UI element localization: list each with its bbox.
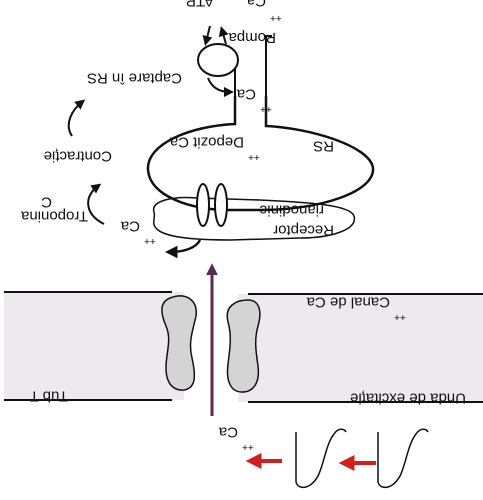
t-tubule-label: Tub T xyxy=(30,388,68,405)
channel-right-half xyxy=(226,299,261,393)
t-tubule xyxy=(4,291,483,403)
pump-connector xyxy=(265,35,272,96)
capture-label-text: Captare în RS xyxy=(87,70,182,87)
ca-pump-out-text: Ca xyxy=(246,0,266,10)
troponin-c-label: C xyxy=(41,194,52,211)
receptor-label-text: Receptor xyxy=(273,222,334,239)
atp-arrow xyxy=(202,25,213,46)
action-potential-trace-1 xyxy=(295,428,347,489)
t-tubule-outline xyxy=(4,291,483,403)
ca-released-label: Ca ++ xyxy=(120,218,156,246)
pump-ca-out-arrow xyxy=(218,26,229,45)
channel-left-half xyxy=(161,295,197,391)
channel-label: Canal de Ca ++ xyxy=(306,294,406,322)
ryanodine-label-text: rianodinic xyxy=(259,202,324,219)
rs-label-text: RS xyxy=(313,138,334,155)
ryanodine-label: rianodinic xyxy=(259,202,324,219)
action-potential-trace-2 xyxy=(377,428,429,489)
t-tubule-left-segment xyxy=(4,292,184,400)
capture-label: Captare în RS xyxy=(87,70,182,87)
pump-label-text: Pompa xyxy=(228,29,276,46)
t-tubule-right-segment xyxy=(238,294,483,402)
pump-label: Pompa xyxy=(228,29,276,46)
ryanodine-receptor-pore xyxy=(196,183,228,227)
channel-label-text: Canal de Ca xyxy=(306,294,390,311)
ca-entry-text: Ca xyxy=(218,424,238,441)
troponin-label: Troponina xyxy=(20,208,88,225)
receptor-label: Receptor xyxy=(273,222,334,239)
contraction-label: Contracție xyxy=(44,148,112,165)
ca-in-rs-charge: ++ xyxy=(260,103,272,114)
sarcoplasmic-reticulum xyxy=(146,96,375,212)
store-label-text: Depozit Ca xyxy=(169,134,244,151)
contraction-label-text: Contracție xyxy=(44,148,112,165)
atp-label: ATP xyxy=(186,0,214,10)
ca-in-rs-text: Ca xyxy=(236,86,256,103)
pore-left-wall xyxy=(196,183,210,227)
calcium-pump xyxy=(197,35,272,96)
troponin-to-contraction-arrow xyxy=(87,183,105,225)
pump-bulb xyxy=(197,43,239,77)
rs-label: RS xyxy=(313,138,334,155)
channel-label-charge: ++ xyxy=(394,311,406,322)
ca-pump-out-charge: ++ xyxy=(270,12,282,23)
t-tubule-label-text: Tub T xyxy=(30,388,68,405)
excitation-wave-label: Unda de excitație xyxy=(350,390,466,407)
calcium-channel xyxy=(161,295,261,393)
contraction-to-capture-arrow xyxy=(67,99,86,137)
calcium-release-arrow xyxy=(165,239,202,259)
store-label-charge: ++ xyxy=(248,151,260,162)
excitation-wave-traces xyxy=(295,428,429,489)
ca-pump-out-label: Ca ++ xyxy=(246,0,282,23)
ca-entry-label: Ca ++ xyxy=(218,424,254,452)
troponin-label-text: Troponina xyxy=(20,208,88,225)
atp-label-text: ATP xyxy=(186,0,214,10)
store-label: Depozit Ca ++ xyxy=(169,134,260,162)
troponin-c-text: C xyxy=(41,194,52,211)
ca-released-text: Ca xyxy=(120,218,140,235)
ca-entry-charge: ++ xyxy=(242,441,254,452)
excitation-wave-text: Unda de excitație xyxy=(350,390,466,407)
ca-in-rs-label: Ca ++ xyxy=(236,86,272,114)
ryanodine-receptor-outline xyxy=(152,196,355,241)
pump-to-rs-arrow xyxy=(207,77,234,97)
ca-released-charge: ++ xyxy=(144,235,156,246)
pore-right-wall xyxy=(214,183,228,227)
